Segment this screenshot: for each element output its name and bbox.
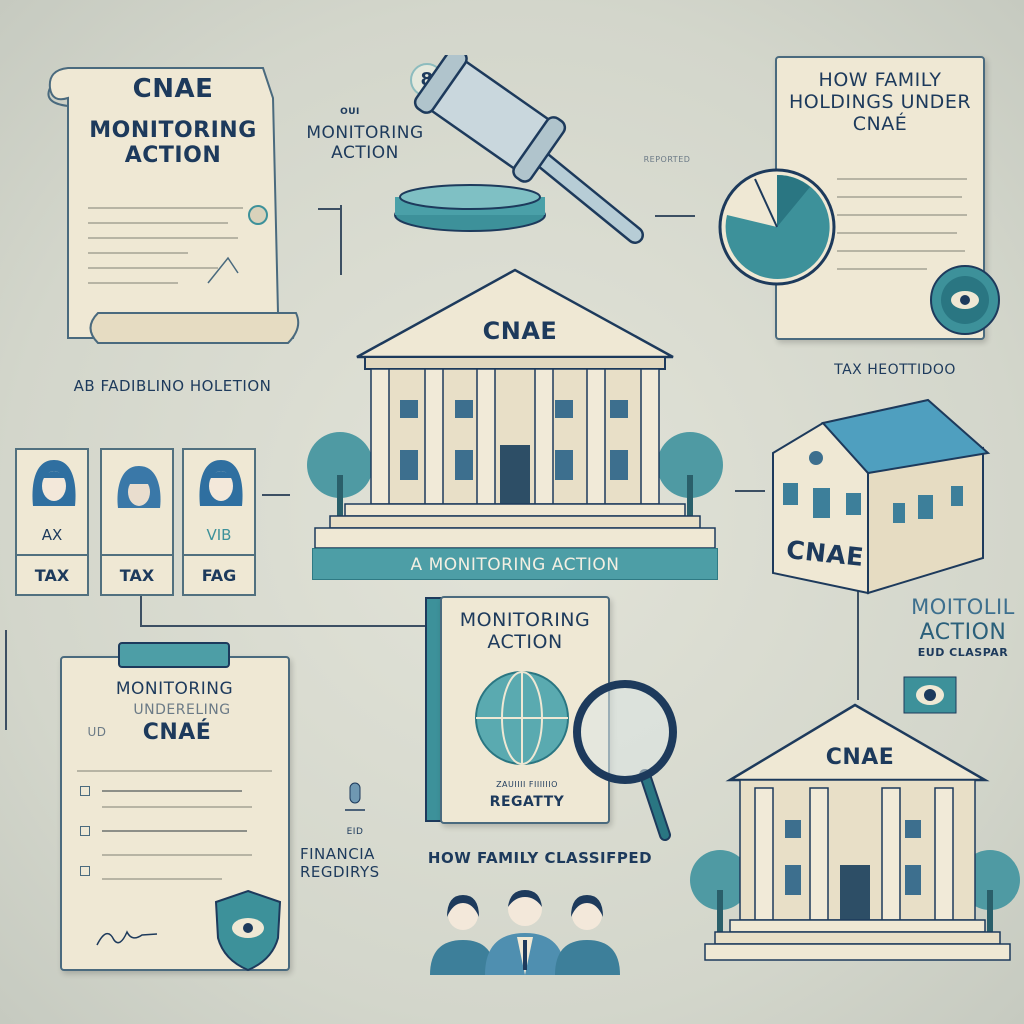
cnae-building-illustration (307, 268, 723, 549)
book-title: MONITORING ACTION (459, 609, 591, 653)
card-sub-label: VIB (206, 526, 232, 544)
tax-caption: TAX HEOTTIDOO (834, 362, 956, 378)
scroll-icon (47, 67, 300, 344)
person-avatar-icon (199, 460, 243, 506)
monitoring-banner: A MONITORING ACTION (312, 548, 718, 580)
card-label: TAX (17, 554, 87, 594)
signature-icon (96, 930, 158, 946)
connector-line (140, 595, 142, 625)
reported-label: REPORTED (643, 155, 691, 164)
card-label: TAX (102, 554, 172, 594)
bottom-building-pediment-label: CNAE (825, 745, 895, 770)
book-small-text: ZAUIIII FIIIIIIO (496, 780, 558, 789)
connector-line (140, 625, 460, 627)
financial-caption-line2: REGDIRYS (300, 863, 380, 881)
left-caption: AB FADIBLINO HOLETION (73, 377, 272, 395)
house-icon (772, 398, 991, 595)
financial-caption-small: EID (346, 827, 364, 837)
connector-line (318, 208, 342, 210)
connector-line (857, 590, 859, 700)
clipboard-line3: CNAÉ (142, 720, 212, 745)
book-cover: MONITORING ACTION ZAUIIII FIIIIIIO REGAT… (440, 596, 610, 824)
gavel-caption-small: OUI (340, 107, 360, 117)
right-caption-line1: MOITOLIL (911, 595, 1015, 619)
magnifier-icon (573, 680, 677, 841)
globe-icon (475, 671, 569, 765)
scroll-document: CNAE MONITORING ACTION (38, 58, 300, 353)
clipboard-document: MONITORING UNDERELING UD CNAÉ (60, 656, 290, 972)
financial-caption-line1: FINANCIA (300, 845, 375, 863)
cnae-bottom-building-illustration (690, 703, 1020, 961)
right-caption-line3: EUD CLASPAR (917, 646, 1009, 659)
card-label: FAG (184, 554, 254, 594)
book-footer: REGATTY (489, 794, 565, 810)
gavel-caption-title: MONITORING ACTION (306, 123, 424, 163)
clipboard-clip (118, 642, 230, 668)
pie-chart-icon (718, 168, 836, 286)
person-card: VIB FAG (182, 448, 256, 596)
clipboard-line2: UNDERELING (133, 702, 231, 718)
connector-arrow (262, 494, 290, 496)
checkbox-icon (80, 786, 90, 796)
right-caption-line2: ACTION (919, 620, 1007, 645)
holdings-title: HOW FAMILY HOLDINGS UNDER CNAÉ (788, 69, 972, 135)
pin-icon (345, 782, 365, 811)
card-sub-label: AX (41, 526, 63, 544)
shield-eye-icon (214, 889, 282, 972)
building-pediment-label: CNAE (482, 317, 558, 345)
family-people-icon (430, 890, 620, 975)
eye-badge-icon (930, 265, 1000, 335)
gavel-icon (394, 55, 644, 244)
connector-arrow (735, 490, 765, 492)
person-avatar-icon (32, 460, 76, 506)
person-card: AX TAX (15, 448, 89, 596)
clipboard-line1: MONITORING (115, 679, 234, 699)
checkbox-icon (80, 826, 90, 836)
connector-arrow (655, 215, 695, 217)
checkbox-icon (80, 866, 90, 876)
person-card: TAX (100, 448, 174, 596)
connector-line (340, 205, 342, 275)
flag-icon (903, 676, 957, 714)
person-avatar-icon (117, 466, 161, 508)
family-caption: HOW FAMILY CLASSIFPED (427, 849, 653, 867)
clipboard-prefix: UD (87, 725, 107, 739)
connector-line (5, 630, 7, 730)
scroll-subtitle: MONITORING ACTION (89, 118, 257, 169)
scroll-title: CNAE (132, 74, 214, 104)
